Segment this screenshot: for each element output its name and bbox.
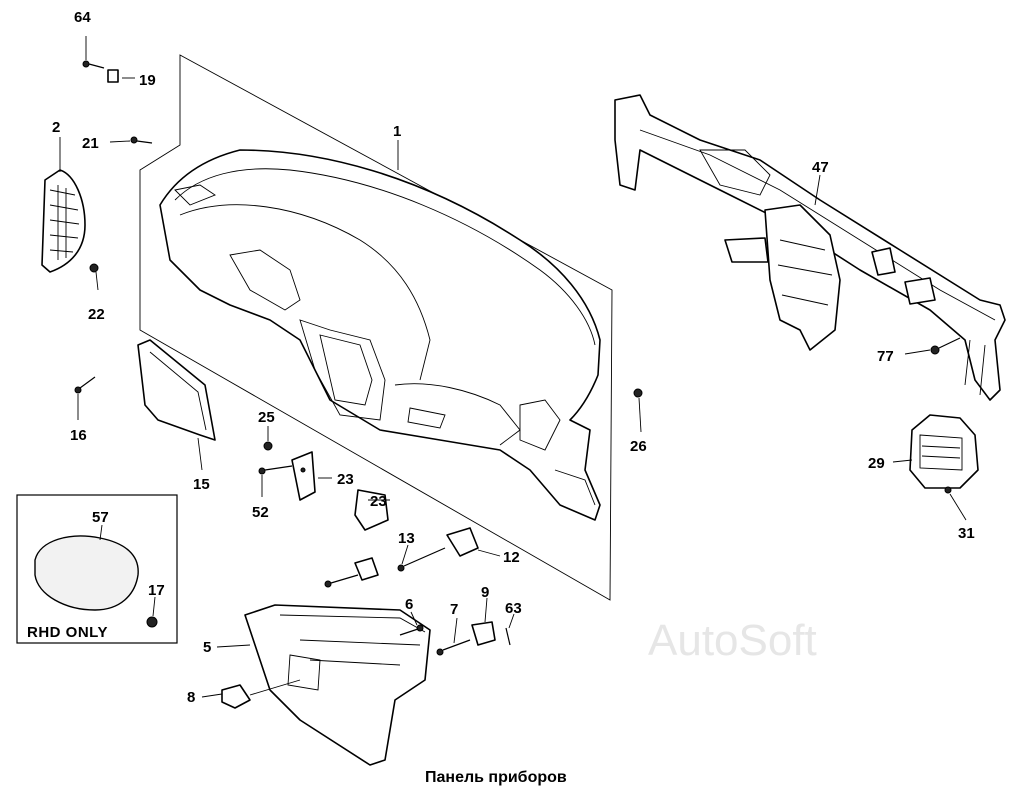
callout-13: 13 [398, 530, 415, 547]
exploded-frame [139, 54, 613, 601]
callout-25: 25 [258, 409, 275, 426]
callout-22: 22 [88, 306, 105, 323]
center-vent [909, 414, 979, 489]
callout-23-lower: 23 [370, 493, 387, 510]
glove-box [244, 604, 431, 766]
callout-7: 7 [450, 601, 458, 618]
bracket-23-upper [291, 451, 316, 501]
watermark: AutoSoft [648, 616, 817, 665]
callout-21: 21 [82, 135, 99, 152]
rhd-only-note: RHD ONLY [27, 624, 108, 641]
callout-23-upper: 23 [337, 471, 354, 488]
callout-8: 8 [187, 689, 195, 706]
glove-box-latch [221, 679, 301, 709]
callout-1: 1 [393, 123, 401, 140]
airbag-cover [34, 535, 158, 628]
lower-trim-panel [137, 339, 216, 441]
callout-77: 77 [877, 348, 894, 365]
callout-31: 31 [958, 525, 975, 542]
callout-6: 6 [405, 596, 413, 613]
callout-47: 47 [812, 159, 829, 176]
leader-lines [59, 36, 967, 698]
callout-2: 2 [52, 119, 60, 136]
callout-5: 5 [203, 639, 211, 656]
side-vent [41, 169, 86, 273]
callout-17: 17 [148, 582, 165, 599]
callout-9: 9 [481, 584, 489, 601]
callout-64: 64 [74, 9, 91, 26]
rhd-inset-frame [16, 494, 178, 644]
instrument-panel [159, 149, 601, 521]
cross-car-beam [614, 94, 1006, 401]
fasteners [74, 60, 961, 656]
diagram-caption: Панель приборов [425, 769, 567, 786]
callout-57: 57 [92, 509, 109, 526]
callout-26: 26 [630, 438, 647, 455]
callout-29: 29 [868, 455, 885, 472]
callout-19: 19 [139, 72, 156, 89]
callout-16: 16 [70, 427, 87, 444]
callout-52: 52 [252, 504, 269, 521]
bracket-12 [446, 527, 479, 557]
callout-12: 12 [503, 549, 520, 566]
striker-9 [471, 621, 496, 646]
callout-15: 15 [193, 476, 210, 493]
callout-63: 63 [505, 600, 522, 617]
